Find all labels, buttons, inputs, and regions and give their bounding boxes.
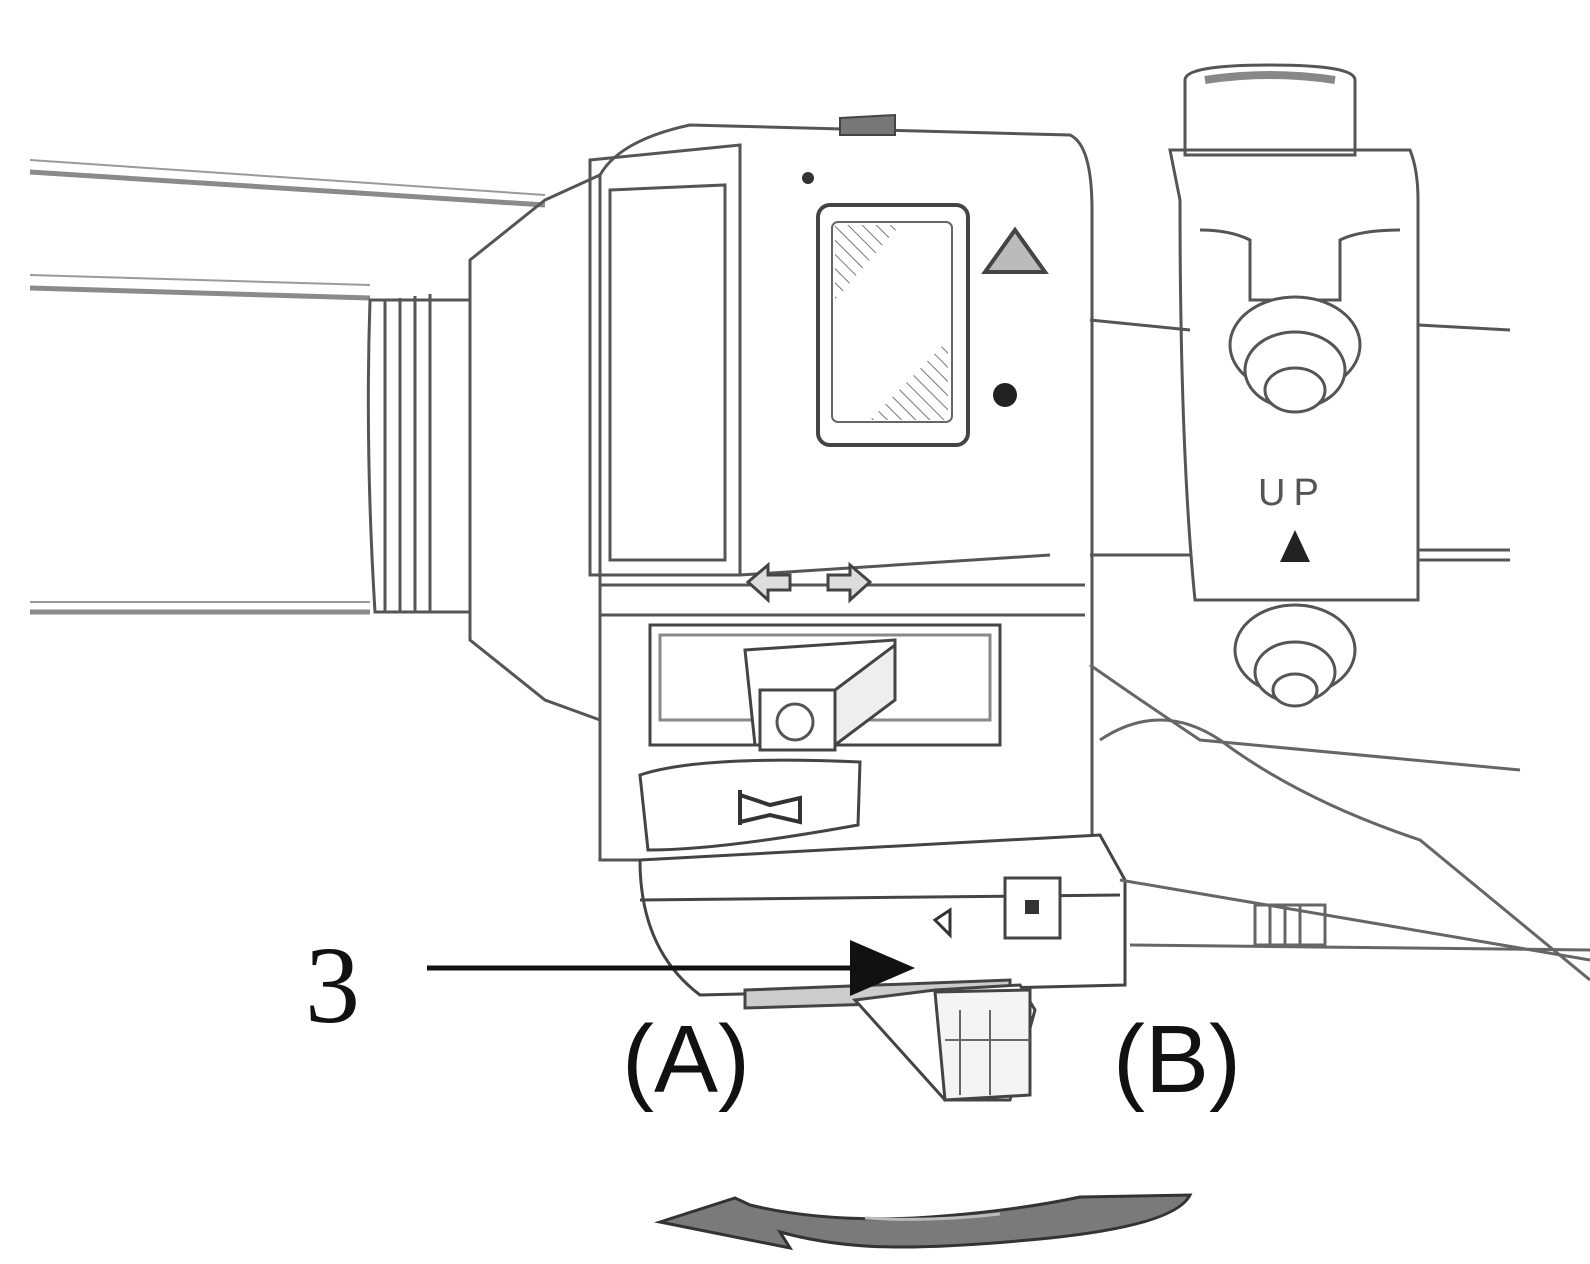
hazard-triangle-icon [981, 226, 1049, 274]
headlight-dimmer-icon [932, 907, 952, 939]
housing-top-tab [839, 113, 896, 136]
up-arrow-icon [1280, 530, 1310, 562]
dimmer-switch [638, 833, 1127, 1102]
turn-signal-switch [648, 623, 1002, 752]
bracket-bolts [1228, 295, 1362, 708]
callout-arrow-3 [427, 940, 915, 996]
callout-number: 3 [305, 924, 360, 1046]
indicator-dot [993, 383, 1017, 407]
horn-icon [738, 790, 802, 825]
lever-marking-up: UP [1258, 472, 1327, 514]
handlebar-tube [29, 169, 546, 615]
lever-bracket [1089, 63, 1511, 602]
position-b-label: (B) [1113, 1006, 1241, 1113]
switch-housing [366, 123, 1094, 862]
curved-arrow-icon [654, 1193, 1193, 1251]
horn-button [638, 758, 862, 852]
clutch-lever [1089, 663, 1590, 982]
left-right-arrows-icon [745, 561, 873, 604]
position-a-label: (A) [622, 1006, 750, 1113]
